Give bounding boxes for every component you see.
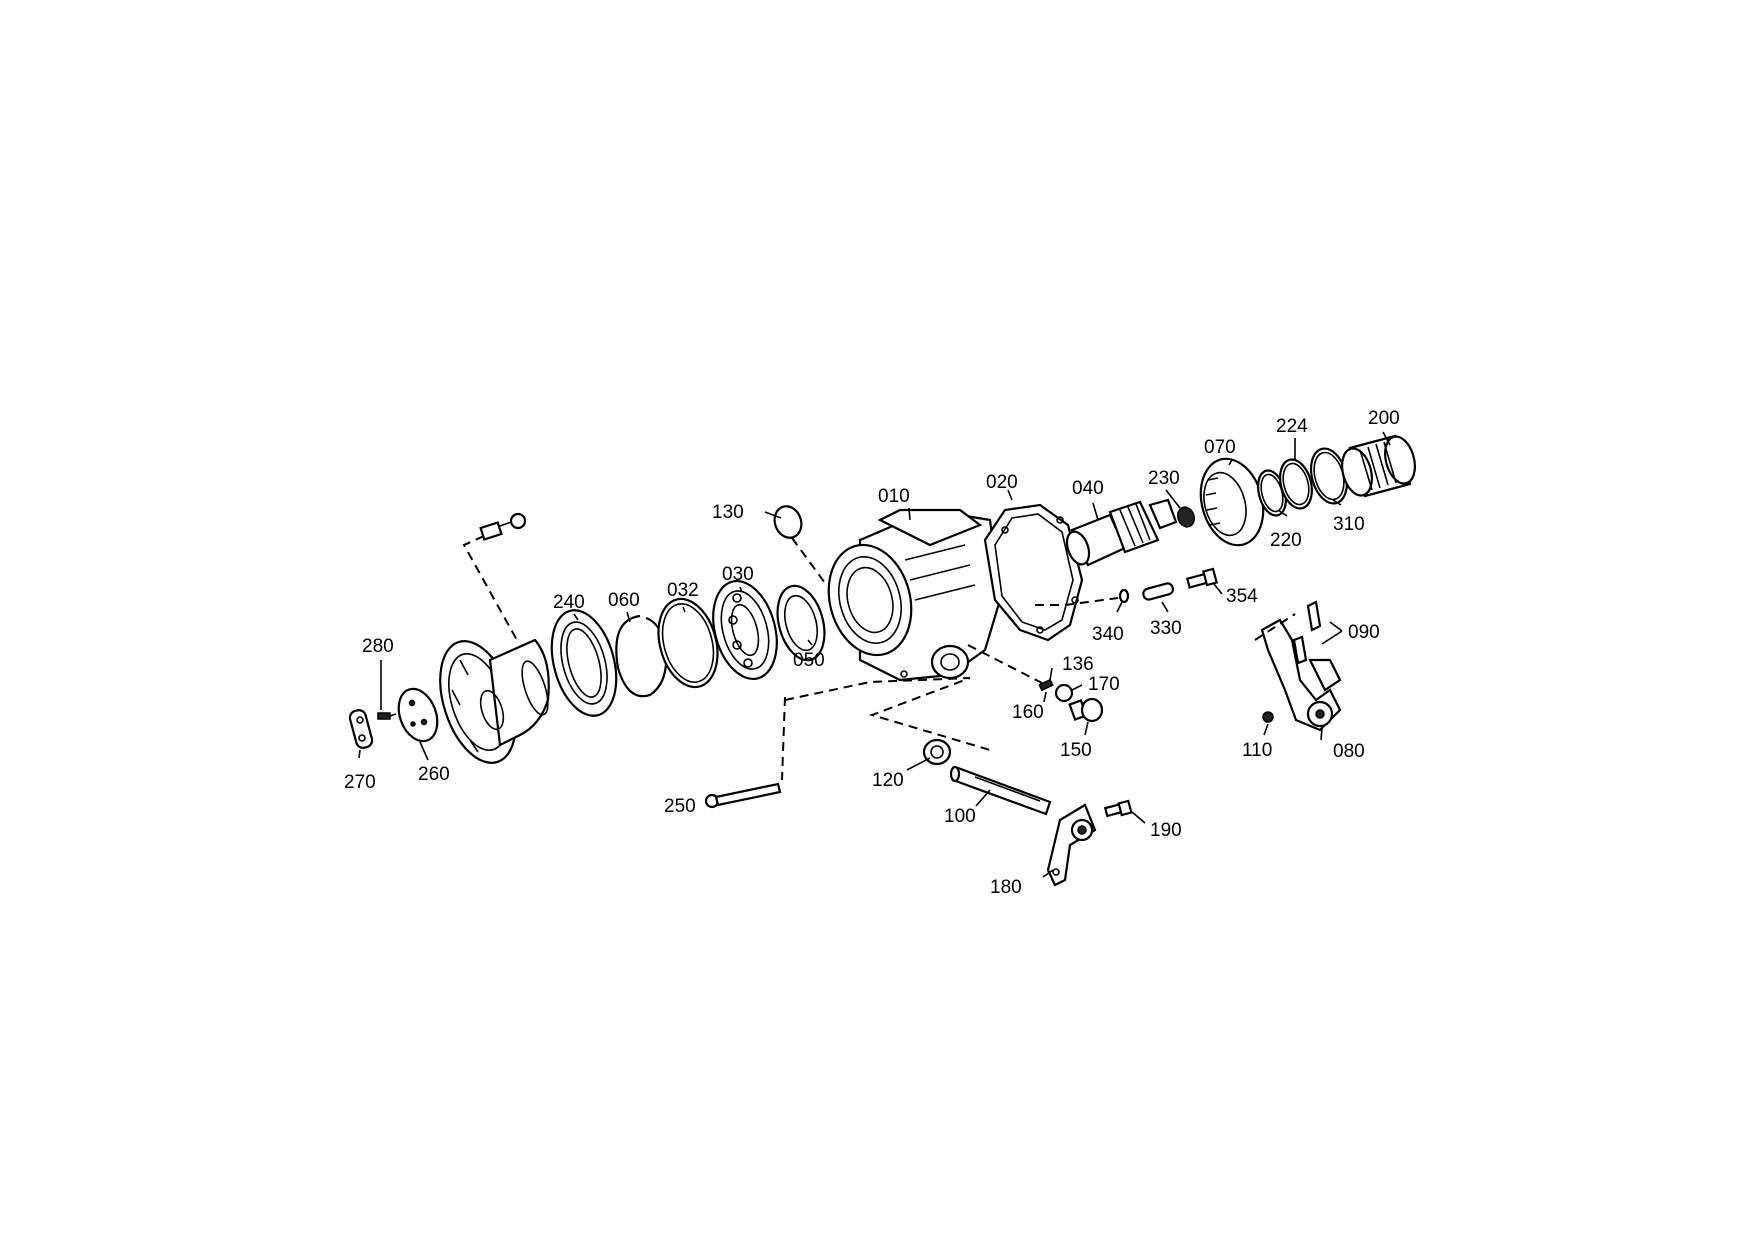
label-040: 040: [1072, 478, 1104, 499]
label-160: 160: [1012, 702, 1044, 723]
label-010: 010: [878, 486, 910, 507]
label-330: 330: [1150, 618, 1182, 639]
part-224-ring: [1279, 458, 1313, 510]
part-040-shaft: [1065, 498, 1178, 567]
part-230-nut: [1176, 506, 1196, 528]
part-120-washer: [922, 738, 952, 766]
part-330-pin: [1142, 582, 1175, 601]
label-150: 150: [1060, 740, 1092, 761]
label-120: 120: [872, 770, 904, 791]
part-200-sleeve: [1341, 434, 1416, 498]
label-110: 110: [1242, 740, 1272, 761]
label-030: 030: [722, 564, 754, 585]
part-280-screw: [377, 712, 397, 720]
label-250: 250: [664, 796, 696, 817]
label-136: 136: [1062, 654, 1094, 675]
label-190: 190: [1150, 820, 1182, 841]
part-170-o-ring: [1054, 683, 1074, 703]
label-270: 270: [344, 772, 376, 793]
label-280: 280: [362, 636, 394, 657]
label-090: 090: [1348, 622, 1380, 643]
part-340-pin: [1118, 588, 1130, 604]
label-180: 180: [990, 877, 1022, 898]
part-180-lever: [1046, 803, 1097, 887]
leader-lines: [358, 431, 1391, 878]
part-110-nut: [1262, 711, 1274, 723]
label-354: 354: [1226, 586, 1258, 607]
part-150-plug: [1068, 697, 1104, 723]
part-090-clip: [1292, 600, 1322, 665]
part-100-shaft: [949, 765, 1052, 816]
part-354-screw: [1185, 567, 1218, 589]
label-070: 070: [1204, 437, 1236, 458]
label-050: 050: [793, 650, 825, 671]
label-200: 200: [1368, 408, 1400, 429]
assembly-dashed-lines: [462, 535, 1296, 781]
part-020-gasket: [983, 503, 1084, 642]
label-170: 170: [1088, 674, 1120, 695]
label-060: 060: [608, 590, 640, 611]
label-240: 240: [553, 592, 585, 613]
part-070-gear: [1199, 457, 1265, 547]
part-130-plug: [773, 505, 803, 539]
label-080: 080: [1333, 741, 1365, 762]
label-224: 224: [1276, 416, 1308, 437]
part-number-labels: 010 020 030 032 040 050 060 070 080 090 …: [344, 408, 1400, 898]
part-260-cover-disc: [397, 687, 439, 743]
part-output-flange: [439, 638, 550, 764]
part-270-plate: [348, 709, 374, 749]
label-100: 100: [944, 806, 976, 827]
part-190-screw: [1103, 799, 1133, 818]
part-flange-bolt: [479, 512, 527, 541]
part-250-bolt: [704, 782, 782, 809]
label-220: 220: [1270, 530, 1302, 551]
part-010-housing: [827, 508, 1002, 682]
label-310: 310: [1333, 514, 1365, 535]
label-230: 230: [1148, 468, 1180, 489]
label-130: 130: [712, 502, 744, 523]
part-050-seal: [776, 584, 826, 662]
label-340: 340: [1092, 624, 1124, 645]
part-240-seal: [550, 609, 618, 717]
part-080-lever: [1260, 618, 1342, 732]
label-020: 020: [986, 472, 1018, 493]
part-160-spring: [1038, 678, 1054, 692]
label-032: 032: [667, 580, 699, 601]
part-030-bearing: [712, 579, 778, 681]
label-260: 260: [418, 764, 450, 785]
